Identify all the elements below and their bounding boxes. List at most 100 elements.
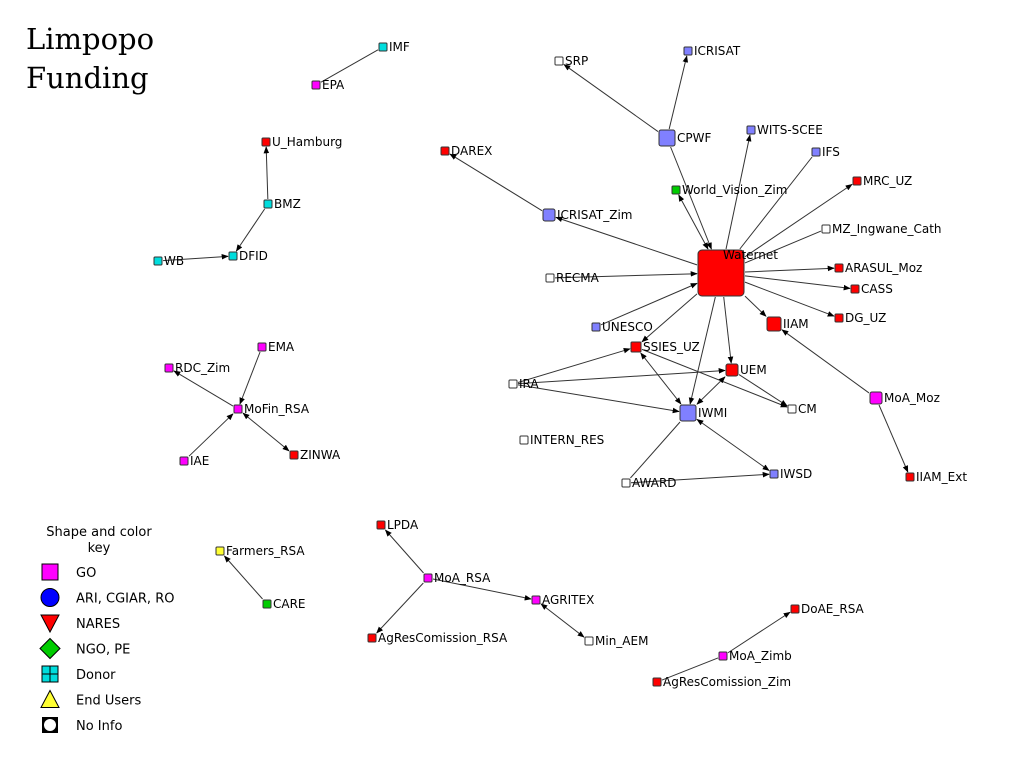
node-DG_UZ[interactable]: DG_UZ — [834, 311, 886, 325]
node-ZINWA[interactable]: ZINWA — [289, 448, 341, 462]
node-marker[interactable] — [766, 316, 782, 332]
node-DFID[interactable]: DFID — [228, 249, 268, 263]
node-Waternet[interactable]: Waternet — [697, 248, 778, 297]
node-marker[interactable] — [652, 677, 662, 687]
node-DAREX[interactable]: DAREX — [440, 144, 492, 158]
node-marker[interactable] — [905, 472, 915, 482]
node-marker[interactable] — [658, 129, 676, 147]
node-marker[interactable] — [153, 256, 163, 266]
node-IAE[interactable]: IAE — [179, 454, 209, 468]
node-marker[interactable] — [164, 363, 174, 373]
node-marker[interactable] — [289, 450, 299, 460]
node-INTERN_RES[interactable]: INTERN_RES — [519, 433, 604, 447]
node-marker[interactable] — [821, 224, 831, 234]
node-marker[interactable] — [746, 125, 756, 135]
node-marker[interactable] — [679, 404, 697, 422]
node-marker[interactable] — [228, 251, 238, 261]
node-marker[interactable] — [725, 363, 739, 377]
node-marker[interactable] — [630, 341, 642, 353]
node-marker[interactable] — [683, 46, 693, 56]
node-marker[interactable] — [440, 146, 450, 156]
node-marker[interactable] — [834, 313, 844, 323]
node-marker[interactable] — [621, 478, 631, 488]
node-IWSD[interactable]: IWSD — [769, 467, 812, 481]
node-marker[interactable] — [233, 404, 243, 414]
node-marker[interactable] — [542, 208, 556, 222]
node-marker[interactable] — [584, 636, 594, 646]
node-marker[interactable] — [311, 80, 321, 90]
node-CASS[interactable]: CASS — [850, 282, 893, 296]
node-Farmers_RSA[interactable]: Farmers_RSA — [215, 544, 305, 558]
legend-swatch-circle — [40, 588, 60, 607]
node-marker[interactable] — [508, 379, 518, 389]
node-ICRISAT[interactable]: ICRISAT — [683, 44, 741, 58]
node-RDC_Zim[interactable]: RDC_Zim — [164, 361, 230, 375]
node-marker[interactable] — [554, 56, 564, 66]
node-UNESCO[interactable]: UNESCO — [591, 320, 653, 334]
node-marker[interactable] — [179, 456, 189, 466]
node-AgResComission_RSA[interactable]: AgResComission_RSA — [367, 631, 508, 645]
node-marker[interactable] — [718, 651, 728, 661]
node-IFS[interactable]: IFS — [811, 145, 840, 159]
node-marker[interactable] — [257, 342, 267, 352]
node-WB[interactable]: WB — [153, 254, 184, 268]
node-label: AWARD — [632, 476, 677, 490]
node-ICRISAT_Zim[interactable]: ICRISAT_Zim — [542, 208, 633, 222]
node-marker[interactable] — [869, 391, 883, 405]
node-World_Vision_Zim[interactable]: World_Vision_Zim — [671, 183, 787, 197]
node-marker[interactable] — [367, 633, 377, 643]
node-marker[interactable] — [811, 147, 821, 157]
node-DoAE_RSA[interactable]: DoAE_RSA — [790, 602, 865, 616]
node-marker[interactable] — [834, 263, 844, 273]
node-marker[interactable] — [850, 284, 860, 294]
node-marker[interactable] — [263, 199, 273, 209]
node-Min_AEM[interactable]: Min_AEM — [584, 634, 648, 648]
node-AgResComission_Zim[interactable]: AgResComission_Zim — [652, 675, 791, 689]
node-IWMI[interactable]: IWMI — [679, 404, 727, 422]
node-MoA_Zimb[interactable]: MoA_Zimb — [718, 649, 792, 663]
node-CM[interactable]: CM — [787, 402, 817, 416]
node-marker[interactable] — [423, 573, 433, 583]
node-marker[interactable] — [545, 273, 555, 283]
node-marker[interactable] — [378, 42, 388, 52]
node-EPA[interactable]: EPA — [311, 78, 345, 92]
node-marker[interactable] — [787, 404, 797, 414]
node-MoA_RSA[interactable]: MoA_RSA — [423, 571, 491, 585]
node-IIAM[interactable]: IIAM — [766, 316, 809, 332]
node-UEM[interactable]: UEM — [725, 363, 767, 377]
node-CPWF[interactable]: CPWF — [658, 129, 711, 147]
node-marker[interactable] — [519, 435, 529, 445]
node-MRC_UZ[interactable]: MRC_UZ — [852, 174, 912, 188]
edge-ICRISAT_Zim-DAREX — [449, 153, 543, 212]
node-marker[interactable] — [531, 595, 541, 605]
node-AWARD[interactable]: AWARD — [621, 476, 677, 490]
node-ARASUL_Moz[interactable]: ARASUL_Moz — [834, 261, 922, 275]
node-AGRITEX[interactable]: AGRITEX — [531, 593, 594, 607]
node-marker[interactable] — [261, 137, 271, 147]
node-RECMA[interactable]: RECMA — [545, 271, 600, 285]
node-marker[interactable] — [262, 599, 272, 609]
node-marker[interactable] — [790, 604, 800, 614]
node-marker[interactable] — [769, 469, 779, 479]
node-BMZ[interactable]: BMZ — [263, 197, 301, 211]
node-MoFin_RSA[interactable]: MoFin_RSA — [233, 402, 310, 416]
node-LPDA[interactable]: LPDA — [376, 518, 419, 532]
node-marker[interactable] — [591, 322, 601, 332]
node-IRA[interactable]: IRA — [508, 377, 539, 391]
node-WITS-SCEE[interactable]: WITS-SCEE — [746, 123, 823, 137]
node-label: ICRISAT — [694, 44, 741, 58]
node-MoA_Moz[interactable]: MoA_Moz — [869, 391, 940, 405]
node-SSIES_UZ[interactable]: SSIES_UZ — [630, 340, 700, 354]
node-IMF[interactable]: IMF — [378, 40, 410, 54]
node-U_Hamburg[interactable]: U_Hamburg — [261, 135, 342, 149]
node-marker[interactable] — [697, 249, 745, 297]
node-marker[interactable] — [852, 176, 862, 186]
node-marker[interactable] — [376, 520, 386, 530]
node-EMA[interactable]: EMA — [257, 340, 295, 354]
node-IIAM_Ext[interactable]: IIAM_Ext — [905, 470, 967, 484]
node-marker[interactable] — [671, 185, 681, 195]
node-SRP[interactable]: SRP — [554, 54, 588, 68]
node-CARE[interactable]: CARE — [262, 597, 306, 611]
node-MZ_Ingwane_Cath[interactable]: MZ_Ingwane_Cath — [821, 222, 942, 236]
node-marker[interactable] — [215, 546, 225, 556]
